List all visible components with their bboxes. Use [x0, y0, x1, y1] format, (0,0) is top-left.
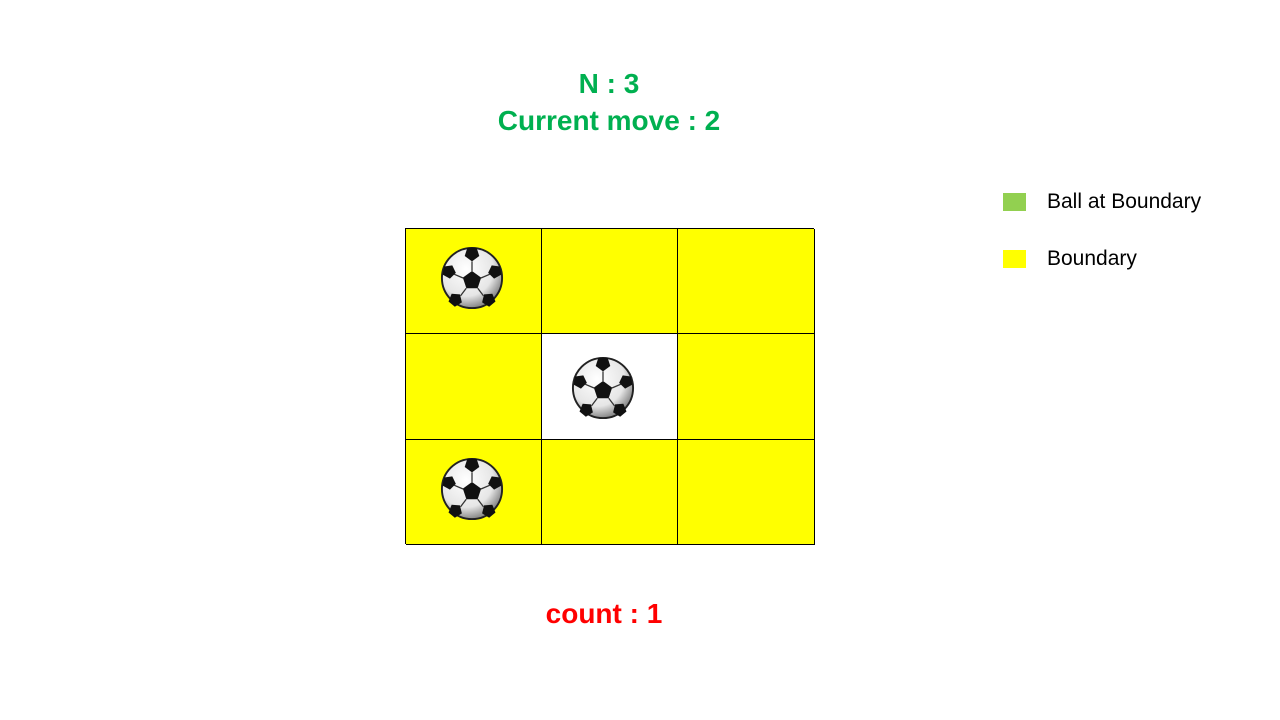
count-label: count : 1 [545, 598, 663, 629]
grid-cell [406, 440, 542, 545]
grid-cell [542, 334, 678, 440]
soccer-ball-icon [571, 356, 635, 420]
legend-swatch-boundary [1003, 250, 1026, 268]
legend-item-boundary: Boundary [1003, 247, 1137, 271]
soccer-ball-icon [440, 246, 504, 310]
grid-cell [678, 334, 815, 440]
legend-item-ball-at-boundary: Ball at Boundary [1003, 190, 1201, 214]
legend-swatch-ball-at-boundary [1003, 193, 1026, 211]
ball-grid [405, 228, 815, 545]
legend-label-ball-at-boundary: Ball at Boundary [1047, 190, 1202, 213]
grid-cell [678, 229, 815, 334]
grid-cell [542, 229, 678, 334]
current-move-label: Current move : 2 [497, 105, 721, 136]
legend-label-boundary: Boundary [1047, 247, 1137, 270]
n-label: N : 3 [578, 68, 640, 99]
grid-cell [678, 440, 815, 545]
grid-cell [542, 440, 678, 545]
grid-cell [406, 229, 542, 334]
grid-cell [406, 334, 542, 440]
soccer-ball-icon [440, 457, 504, 521]
